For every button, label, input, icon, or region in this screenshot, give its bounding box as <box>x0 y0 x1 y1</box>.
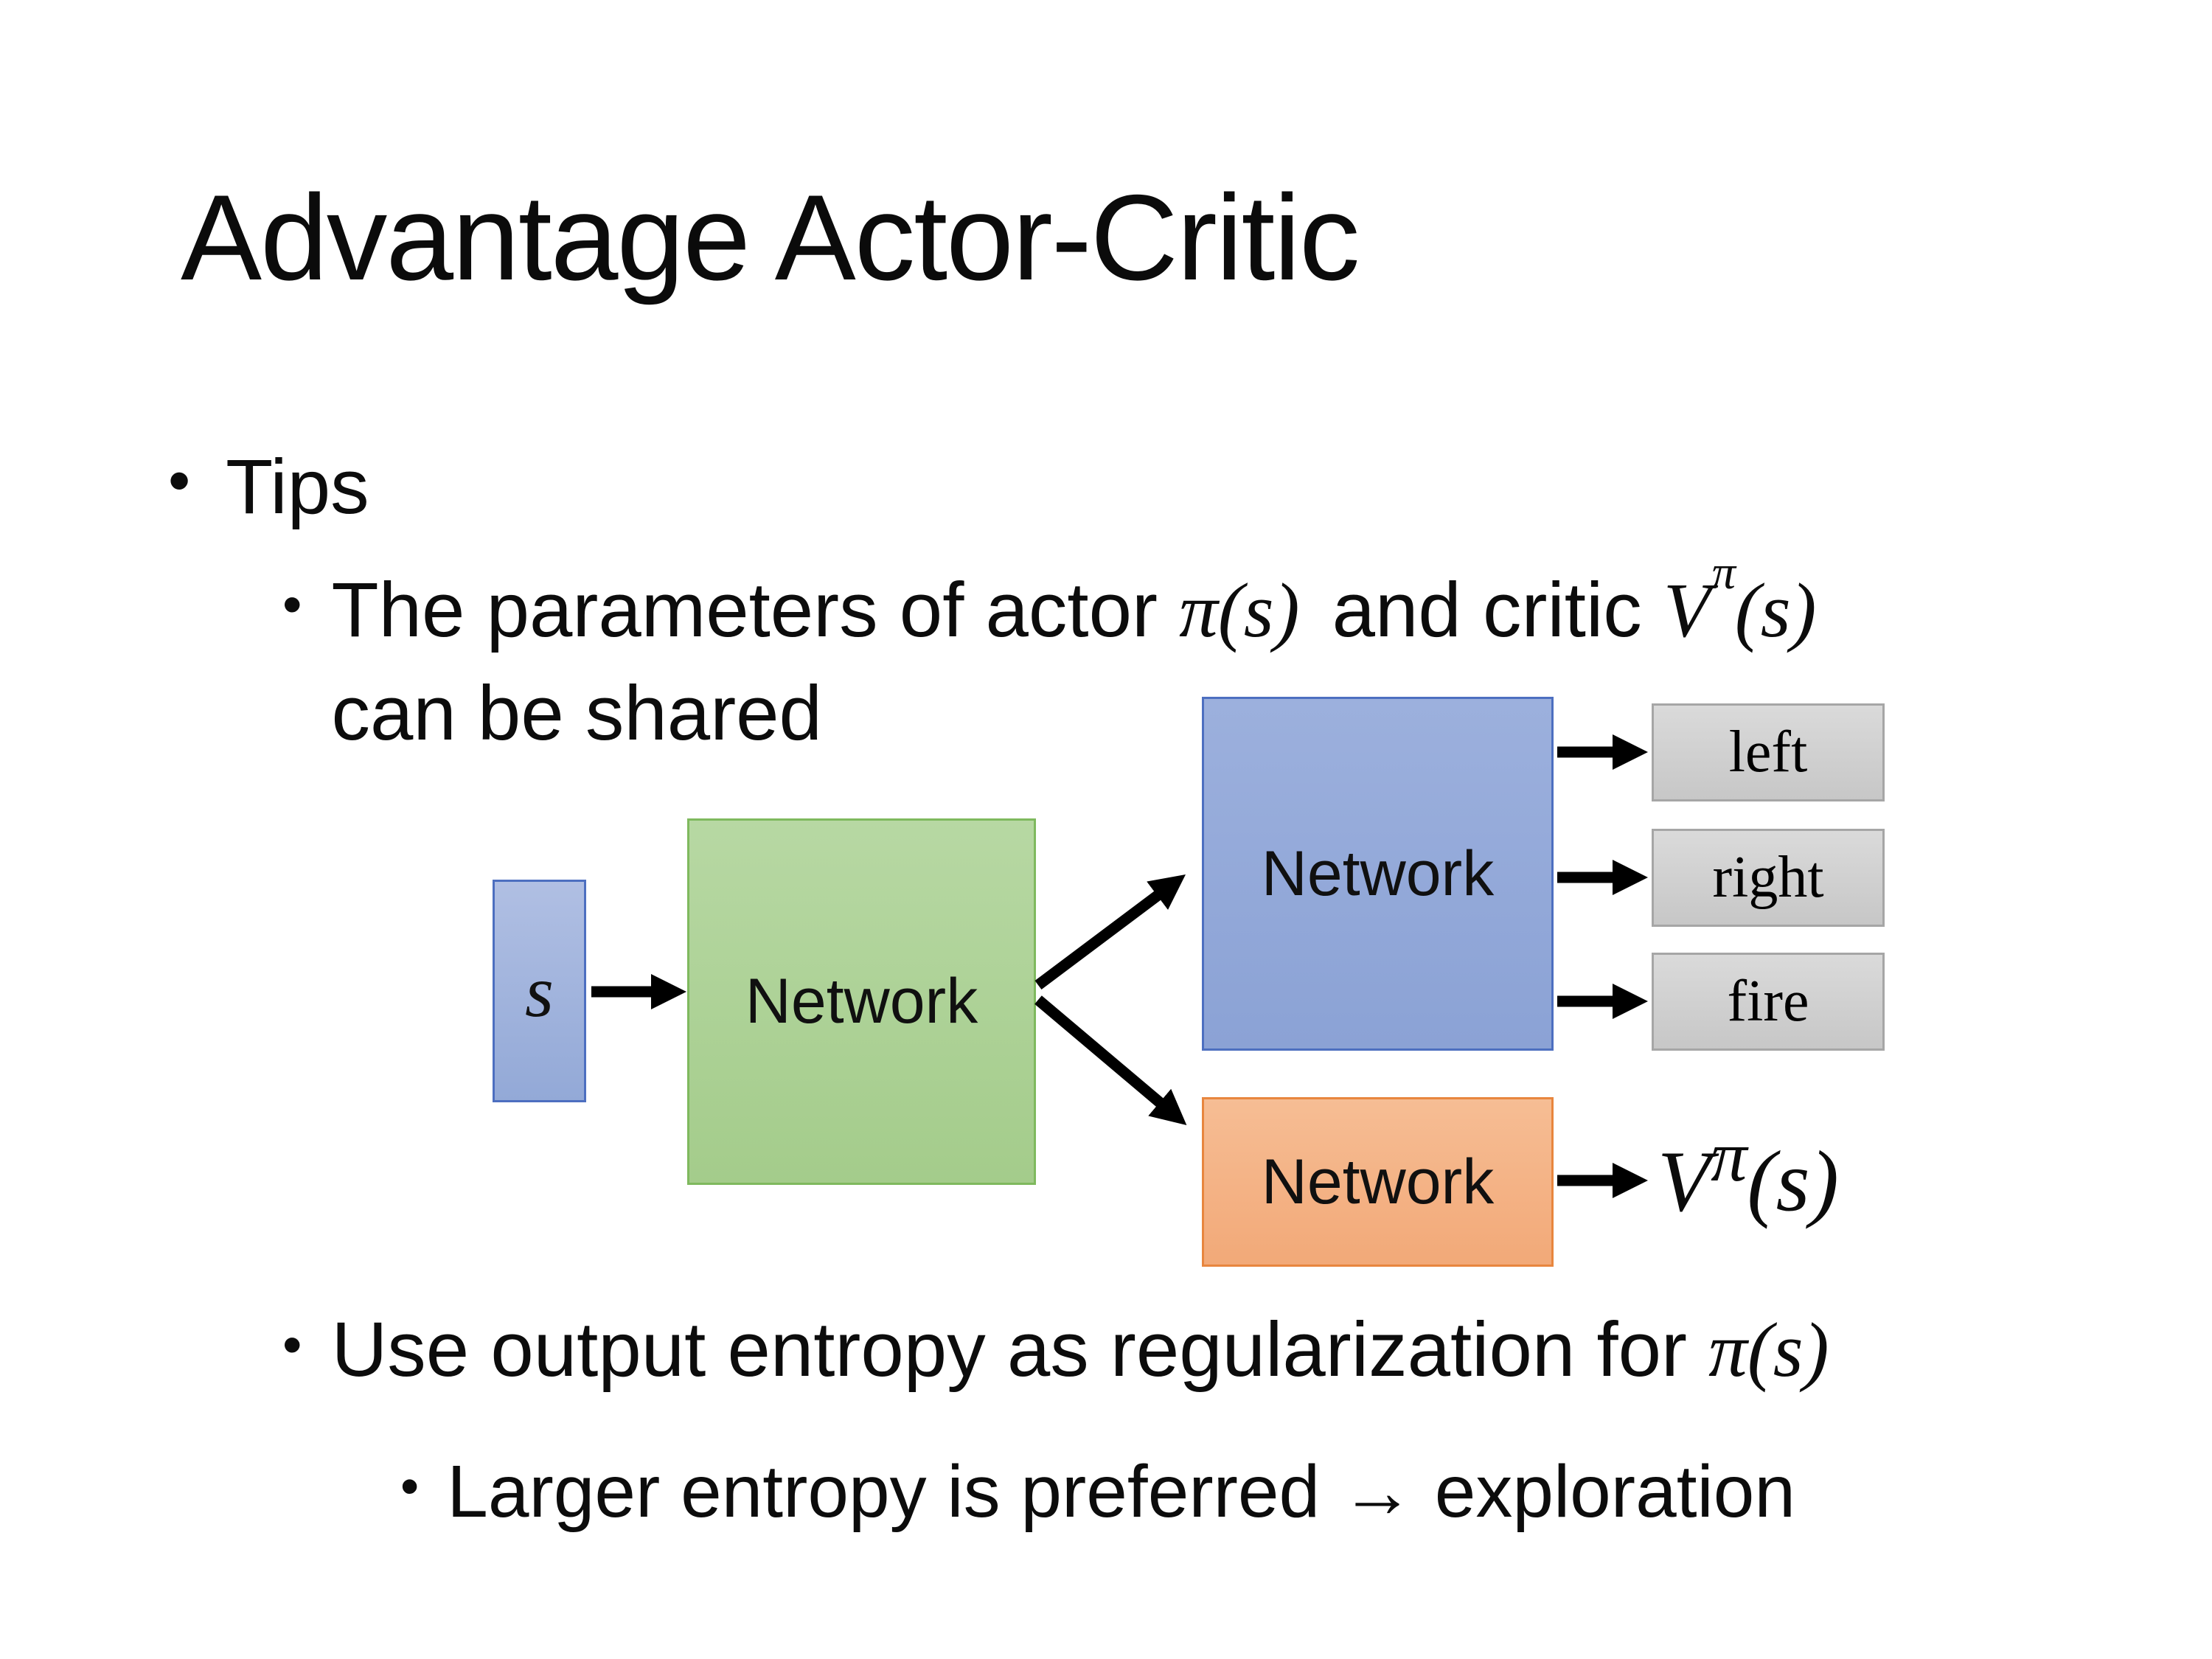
action-box-left: left <box>1652 703 1885 801</box>
bullet-tips: • Tips <box>168 437 369 538</box>
bullet-dot: • <box>282 1314 302 1376</box>
shared-network-label: Network <box>745 966 978 1037</box>
state-input-box: s <box>493 880 586 1102</box>
exploration-text: Larger entropy is preferred → exploratio… <box>447 1450 1795 1533</box>
critic-V: V <box>1663 567 1711 653</box>
entropy-text: Use output entropy as regularization for… <box>331 1300 1829 1401</box>
action-box-fire: fire <box>1652 953 1885 1051</box>
critic-output-V: V <box>1658 1133 1711 1230</box>
bullet-entropy-regularization: • Use output entropy as regularization f… <box>282 1300 1829 1401</box>
bullet-dot: • <box>168 445 191 516</box>
shared-params-pre: The parameters of actor <box>331 567 1180 653</box>
critic-sup-pi: π <box>1711 546 1736 599</box>
bullet-dot: • <box>282 574 302 636</box>
critic-args: (s) <box>1734 567 1817 653</box>
critic-output-sup-pi: π <box>1711 1116 1747 1197</box>
entropy-policy-math: π(s) <box>1708 1307 1829 1393</box>
action-label-left: left <box>1728 720 1808 785</box>
shared-params-line2: can be shared <box>331 669 822 757</box>
action-label-right: right <box>1712 845 1824 910</box>
bullet-shared-parameters: • The parameters of actor π(s) and critic… <box>282 549 2049 765</box>
critic-value-math: Vπ(s) <box>1663 549 1817 653</box>
slide-title: Advantage Actor-Critic <box>181 170 1360 305</box>
shared-network-box: Network <box>687 818 1036 1185</box>
arrow-shared-to-actor <box>1034 874 1186 990</box>
bullet-dot: • <box>400 1457 420 1516</box>
critic-output-args: (s) <box>1747 1133 1839 1230</box>
action-label-fire: fire <box>1727 969 1809 1034</box>
critic-output-math: Vπ(s) <box>1658 1115 1839 1231</box>
state-input-label: s <box>525 950 554 1032</box>
shared-params-mid: and critic <box>1332 567 1663 653</box>
critic-network-label: Network <box>1261 1146 1495 1217</box>
action-box-right: right <box>1652 829 1885 927</box>
entropy-pre: Use output entropy as regularization for <box>331 1307 1709 1393</box>
actor-policy-math: π(s) <box>1179 567 1300 653</box>
actor-network-box: Network <box>1202 697 1554 1051</box>
critic-network-box: Network <box>1202 1097 1554 1267</box>
arrow-shared-to-critic <box>1034 995 1187 1126</box>
shared-parameters-text: The parameters of actor π(s) and critic V… <box>331 549 2049 765</box>
tips-label: Tips <box>226 444 369 530</box>
bullet-exploration: • Larger entropy is preferred → explorat… <box>400 1444 1795 1540</box>
actor-network-label: Network <box>1261 838 1495 909</box>
